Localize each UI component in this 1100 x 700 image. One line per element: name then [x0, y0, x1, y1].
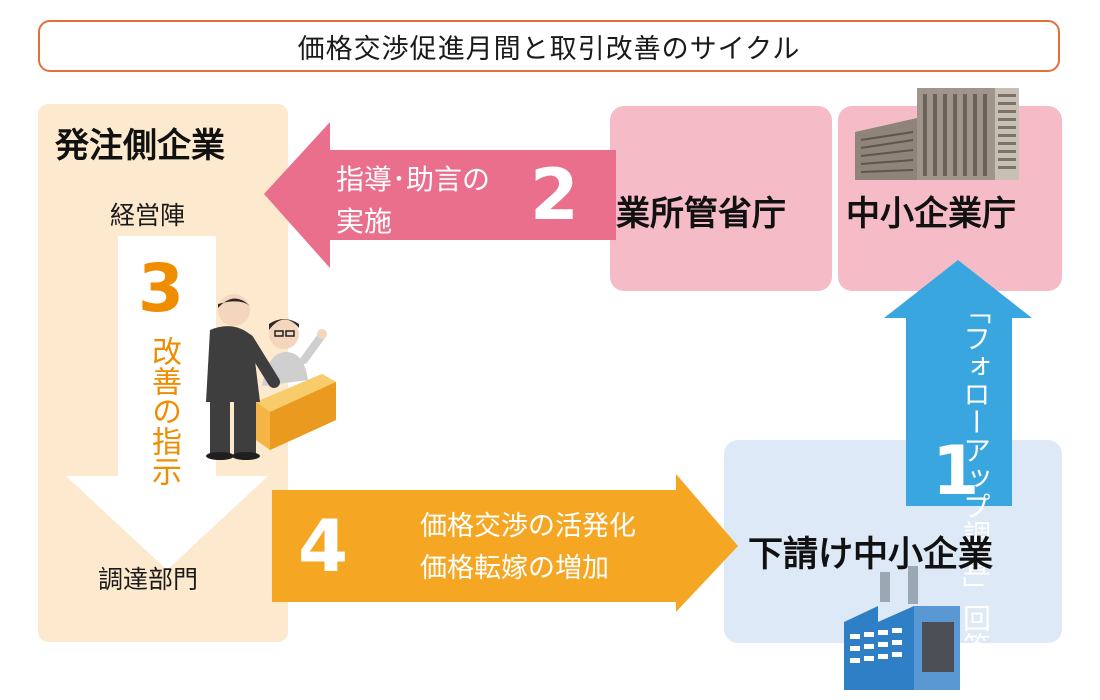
step3-number: 3	[138, 250, 184, 327]
step4-number: 4	[298, 504, 349, 588]
business-people-icon	[206, 294, 336, 460]
step2-number: 2	[530, 154, 579, 236]
page-title-text: 価格交渉促進月間と取引改善のサイクル	[297, 33, 801, 65]
step3-text: 改善の指示	[146, 336, 181, 486]
step2-text-line2: 実施	[336, 205, 393, 238]
step2-text-line1: 指導･助言の	[336, 163, 491, 196]
sme-agency-label: 中小企業庁	[846, 194, 1016, 234]
ministry-label: 業所管省庁	[616, 194, 786, 234]
procurement-label: 調達部門	[98, 565, 199, 594]
step1-number: 1	[932, 432, 980, 511]
page-title: 価格交渉促進月間と取引改善のサイクル	[38, 20, 1060, 72]
ordering-company-heading: 発注側企業	[55, 126, 225, 166]
step4-text-line1: 価格交渉の活発化	[420, 511, 636, 542]
government-building-icon	[855, 88, 1019, 180]
ministry-panel	[610, 106, 832, 291]
management-label: 経営陣	[110, 201, 186, 230]
subcontractor-label: 下請け中小企業	[748, 535, 994, 575]
factory-icon	[844, 566, 960, 690]
step4-text-line2: 価格転嫁の増加	[420, 553, 609, 584]
